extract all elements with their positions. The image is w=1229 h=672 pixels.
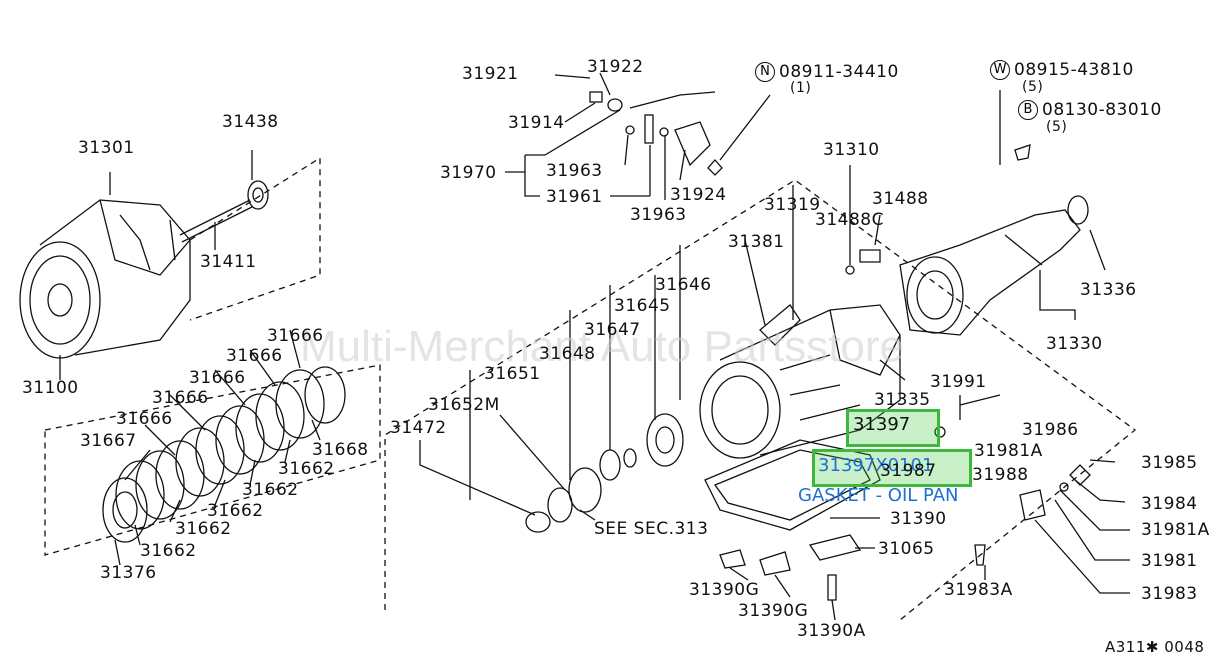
callout-31381[interactable]: 31381 <box>728 232 785 252</box>
callout-31376[interactable]: 31376 <box>100 563 157 583</box>
callout-31922[interactable]: 31922 <box>587 57 644 77</box>
callout-31645[interactable]: 31645 <box>614 296 671 316</box>
callout-31667[interactable]: 31667 <box>80 431 137 451</box>
callout-31488c[interactable]: 31488C <box>815 210 884 230</box>
callout-08130-qty: (5) <box>1046 119 1068 135</box>
callout-31390g-b[interactable]: 31390G <box>738 601 809 621</box>
callout-31662-c[interactable]: 31662 <box>207 501 264 521</box>
callout-31666-d[interactable]: 31666 <box>152 388 209 408</box>
watermark: Multi-Merchant Auto Partsstore <box>300 322 905 371</box>
callout-31666-e[interactable]: 31666 <box>116 409 173 429</box>
highlight-box-31397[interactable] <box>846 409 940 447</box>
converter-housing-drawing <box>19 172 191 380</box>
callout-31984[interactable]: 31984 <box>1141 494 1198 514</box>
callout-08911-34410[interactable]: 08911-34410 <box>779 62 899 82</box>
callout-31981[interactable]: 31981 <box>1141 551 1198 571</box>
callout-31662-a[interactable]: 31662 <box>278 459 335 479</box>
right-side-parts-drawing <box>719 90 1091 601</box>
callout-31647[interactable]: 31647 <box>584 320 641 340</box>
callout-31319[interactable]: 31319 <box>764 195 821 215</box>
callout-08911-qty: (1) <box>790 80 812 96</box>
shift-linkage-drawing <box>554 74 771 176</box>
highlight-label-31397[interactable]: 31397 <box>853 414 911 435</box>
callout-31472[interactable]: 31472 <box>390 418 447 438</box>
callout-31651[interactable]: 31651 <box>484 364 541 384</box>
callout-31991[interactable]: 31991 <box>930 372 987 392</box>
callout-31985[interactable]: 31985 <box>1141 453 1198 473</box>
callout-31335[interactable]: 31335 <box>874 390 931 410</box>
callout-31310[interactable]: 31310 <box>823 140 880 160</box>
input-shaft-drawing <box>179 150 269 250</box>
callout-31914[interactable]: 31914 <box>508 113 565 133</box>
part-caption: GASKET - OIL PAN <box>798 485 959 506</box>
callout-31648[interactable]: 31648 <box>539 344 596 364</box>
callout-31963-b[interactable]: 31963 <box>630 205 687 225</box>
callout-31983[interactable]: 31983 <box>1141 584 1198 604</box>
callout-31961[interactable]: 31961 <box>546 187 603 207</box>
callout-08915-43810[interactable]: 08915-43810 <box>1014 60 1134 80</box>
callout-31438[interactable]: 31438 <box>222 112 279 132</box>
callout-31390a[interactable]: 31390A <box>797 621 866 641</box>
callout-31666-a[interactable]: 31666 <box>267 326 324 346</box>
callout-31330[interactable]: 31330 <box>1046 334 1103 354</box>
callout-08915-qty: (5) <box>1022 79 1044 95</box>
callout-31921[interactable]: 31921 <box>462 64 519 84</box>
callout-31970[interactable]: 31970 <box>440 163 497 183</box>
callout-31986[interactable]: 31986 <box>1022 420 1079 440</box>
callout-31666-c[interactable]: 31666 <box>189 368 246 388</box>
callout-31301[interactable]: 31301 <box>78 138 135 158</box>
callout-31983a[interactable]: 31983A <box>944 580 1013 600</box>
marker-b: B <box>1018 100 1038 120</box>
callout-31963-a[interactable]: 31963 <box>546 161 603 181</box>
callout-31390g-a[interactable]: 31390G <box>689 580 760 600</box>
callout-31924[interactable]: 31924 <box>670 185 727 205</box>
see-section-313[interactable]: SEE SEC.313 <box>594 519 709 539</box>
callout-31065[interactable]: 31065 <box>878 539 935 559</box>
callout-31390[interactable]: 31390 <box>890 509 947 529</box>
callout-31662-b[interactable]: 31662 <box>242 480 299 500</box>
callout-31336[interactable]: 31336 <box>1080 280 1137 300</box>
callout-31646[interactable]: 31646 <box>655 275 712 295</box>
marker-n: N <box>755 62 775 82</box>
callout-31987[interactable]: 31987 <box>880 461 937 481</box>
highlight-box-31397x0101[interactable] <box>812 449 972 487</box>
callout-31100[interactable]: 31100 <box>22 378 79 398</box>
transmission-case-drawing <box>525 195 1089 533</box>
callout-31988[interactable]: 31988 <box>972 465 1029 485</box>
callout-31488[interactable]: 31488 <box>872 189 929 209</box>
callout-31666-b[interactable]: 31666 <box>226 346 283 366</box>
callout-31662-d[interactable]: 31662 <box>175 519 232 539</box>
callout-31411[interactable]: 31411 <box>200 252 257 272</box>
callout-31668[interactable]: 31668 <box>312 440 369 460</box>
highlight-label-31397x0101[interactable]: 31397X0101 <box>818 455 934 476</box>
callout-31981a-bot[interactable]: 31981A <box>1141 520 1210 540</box>
callout-08130-83010[interactable]: 08130-83010 <box>1042 100 1162 120</box>
callout-31652m[interactable]: 31652M <box>428 395 500 415</box>
callout-31981a-top[interactable]: 31981A <box>974 441 1043 461</box>
callout-31662-e[interactable]: 31662 <box>140 541 197 561</box>
diagram-code: A311✱ 0048 <box>1105 638 1205 656</box>
marker-w: W <box>990 60 1010 80</box>
clutch-pack-drawing <box>102 366 346 543</box>
